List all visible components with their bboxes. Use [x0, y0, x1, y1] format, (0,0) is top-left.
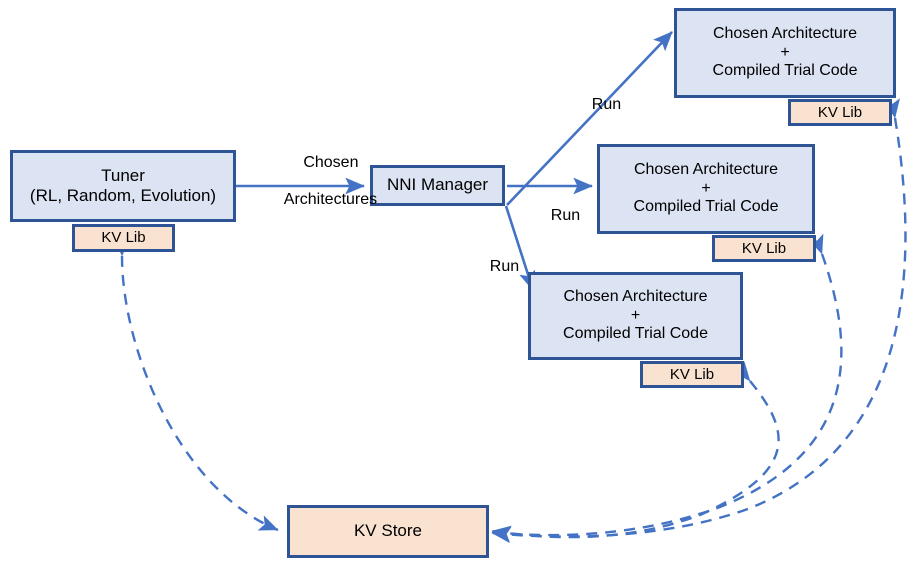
node-tuner-text: Tuner(RL, Random, Evolution): [13, 166, 233, 206]
node-nni-manager-label: NNI Manager: [386, 175, 489, 195]
edge-label-run-top: Run: [574, 78, 622, 133]
node-trial-top[interactable]: Chosen Architecture+Compiled Trial Code: [674, 8, 896, 98]
node-trial-mid[interactable]: Chosen Architecture+Compiled Trial Code: [597, 144, 815, 234]
dashed-trial-bottom-kvlib-to-kv-store: [491, 361, 780, 542]
node-tuner-kv-lib-label: KV Lib: [101, 229, 146, 247]
node-nni-manager[interactable]: NNI Manager: [370, 165, 505, 206]
node-trial-mid-line2: +: [701, 179, 711, 197]
node-trial-top-line2: +: [780, 43, 790, 61]
node-tuner[interactable]: Tuner(RL, Random, Evolution): [10, 150, 236, 222]
node-trial-mid-kv-lib[interactable]: KV Lib: [712, 235, 816, 262]
node-trial-top-kv-lib[interactable]: KV Lib: [788, 99, 892, 126]
edge-label-run-mid-text: Run: [550, 207, 581, 225]
node-trial-mid-kv-lib-label: KV Lib: [741, 239, 787, 257]
edge-label-chosen-architectures-line2: Architectures: [283, 191, 378, 209]
dashed-tuner-kvlib-to-kv-store: [113, 237, 279, 532]
node-trial-top-line3: Compiled Trial Code: [712, 62, 858, 80]
node-tuner-line2: (RL, Random, Evolution): [29, 186, 217, 205]
node-trial-mid-line3: Compiled Trial Code: [633, 198, 779, 216]
edge-label-run-bottom: Run: [472, 240, 520, 295]
node-trial-bottom-text: Chosen Architecture+Compiled Trial Code: [531, 288, 740, 345]
node-tuner-line1: Tuner: [101, 165, 145, 185]
node-trial-top-line1: Chosen Architecture: [712, 24, 858, 42]
node-tuner-kv-lib[interactable]: KV Lib: [72, 224, 175, 252]
node-trial-bottom[interactable]: Chosen Architecture+Compiled Trial Code: [528, 272, 743, 360]
edge-label-run-bottom-text: Run: [489, 258, 520, 276]
node-trial-bottom-line2: +: [630, 306, 641, 324]
node-trial-bottom-kv-lib[interactable]: KV Lib: [640, 361, 744, 388]
node-trial-bottom-line3: Compiled Trial Code: [563, 325, 708, 343]
edge-label-run-top-text: Run: [591, 96, 622, 114]
node-kv-store[interactable]: KV Store: [287, 505, 489, 558]
edge-label-run-mid: Run: [533, 189, 581, 244]
node-kv-store-label: KV Store: [353, 521, 423, 541]
node-trial-bottom-line1: Chosen Architecture: [563, 287, 708, 305]
node-trial-mid-text: Chosen Architecture+Compiled Trial Code: [600, 161, 812, 218]
node-trial-bottom-kv-lib-label: KV Lib: [669, 365, 715, 383]
node-trial-top-text: Chosen Architecture+Compiled Trial Code: [677, 25, 893, 82]
node-trial-mid-line1: Chosen Architecture: [633, 160, 779, 178]
edge-label-chosen-architectures: Chosen Architectures: [252, 136, 392, 228]
node-trial-top-kv-lib-label: KV Lib: [817, 103, 863, 121]
edge-label-chosen-architectures-line1: Chosen: [303, 154, 359, 172]
